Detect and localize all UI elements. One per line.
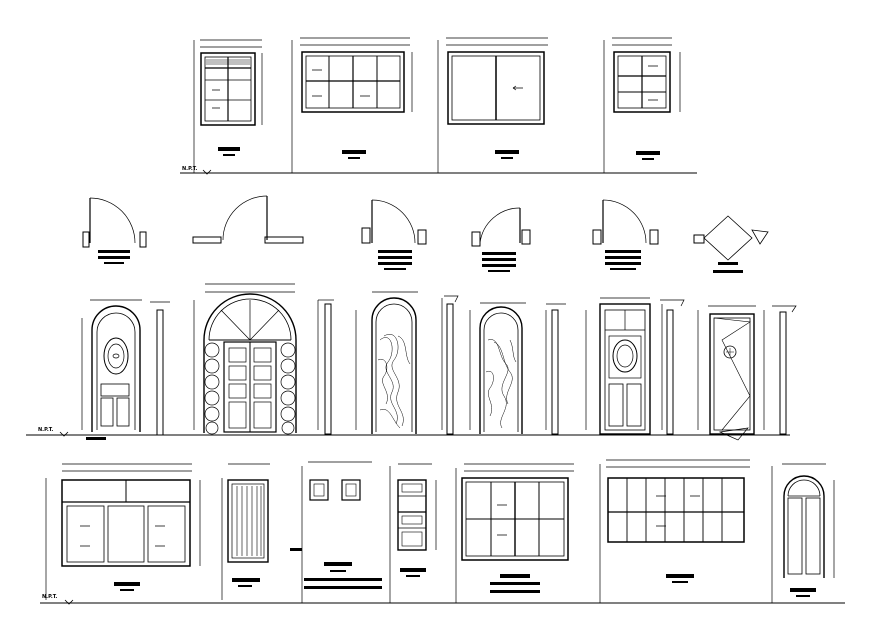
door-swing-plans-row <box>82 195 769 273</box>
door-elevation-1 <box>81 299 170 440</box>
window-elevation-6 <box>389 463 437 603</box>
window-section-detail <box>290 461 382 603</box>
window-elevation-4 <box>603 37 681 173</box>
level-marker: N.P.T. <box>182 166 212 175</box>
door-swing-plan-2 <box>192 195 304 244</box>
door-elevation-3 <box>355 291 459 435</box>
window-elevation-3 <box>437 37 548 173</box>
door-elevation-7 <box>221 463 270 600</box>
door-swing-plan-6 <box>693 215 769 273</box>
sliding-door-elevation <box>455 463 574 603</box>
door-elevation-4 <box>469 302 566 435</box>
window-elevation-2 <box>291 37 413 173</box>
level-label: N.P.T. <box>42 594 57 600</box>
window-elevation-1 <box>193 39 263 173</box>
window-elevation-7 <box>599 459 750 603</box>
door-swing-plan-1 <box>82 197 147 264</box>
window-door-elevations-row: N.P.T. <box>40 459 845 605</box>
door-elevation-6 <box>697 305 797 441</box>
level-marker: N.P.T. <box>38 427 69 437</box>
level-label: N.P.T. <box>38 427 53 433</box>
level-label: N.P.T. <box>182 166 197 172</box>
window-elevations-row: N.P.T. <box>180 37 697 175</box>
door-swing-plan-5 <box>592 199 659 270</box>
window-elevation-5 <box>45 463 201 600</box>
door-swing-plan-4 <box>471 207 531 272</box>
arched-door-elevation <box>771 463 835 603</box>
door-elevation-5 <box>585 297 685 435</box>
door-elevation-2 <box>193 283 334 435</box>
level-marker: N.P.T. <box>42 594 74 605</box>
door-elevations-row: N.P.T. <box>26 283 797 441</box>
door-swing-plan-3 <box>361 199 427 270</box>
